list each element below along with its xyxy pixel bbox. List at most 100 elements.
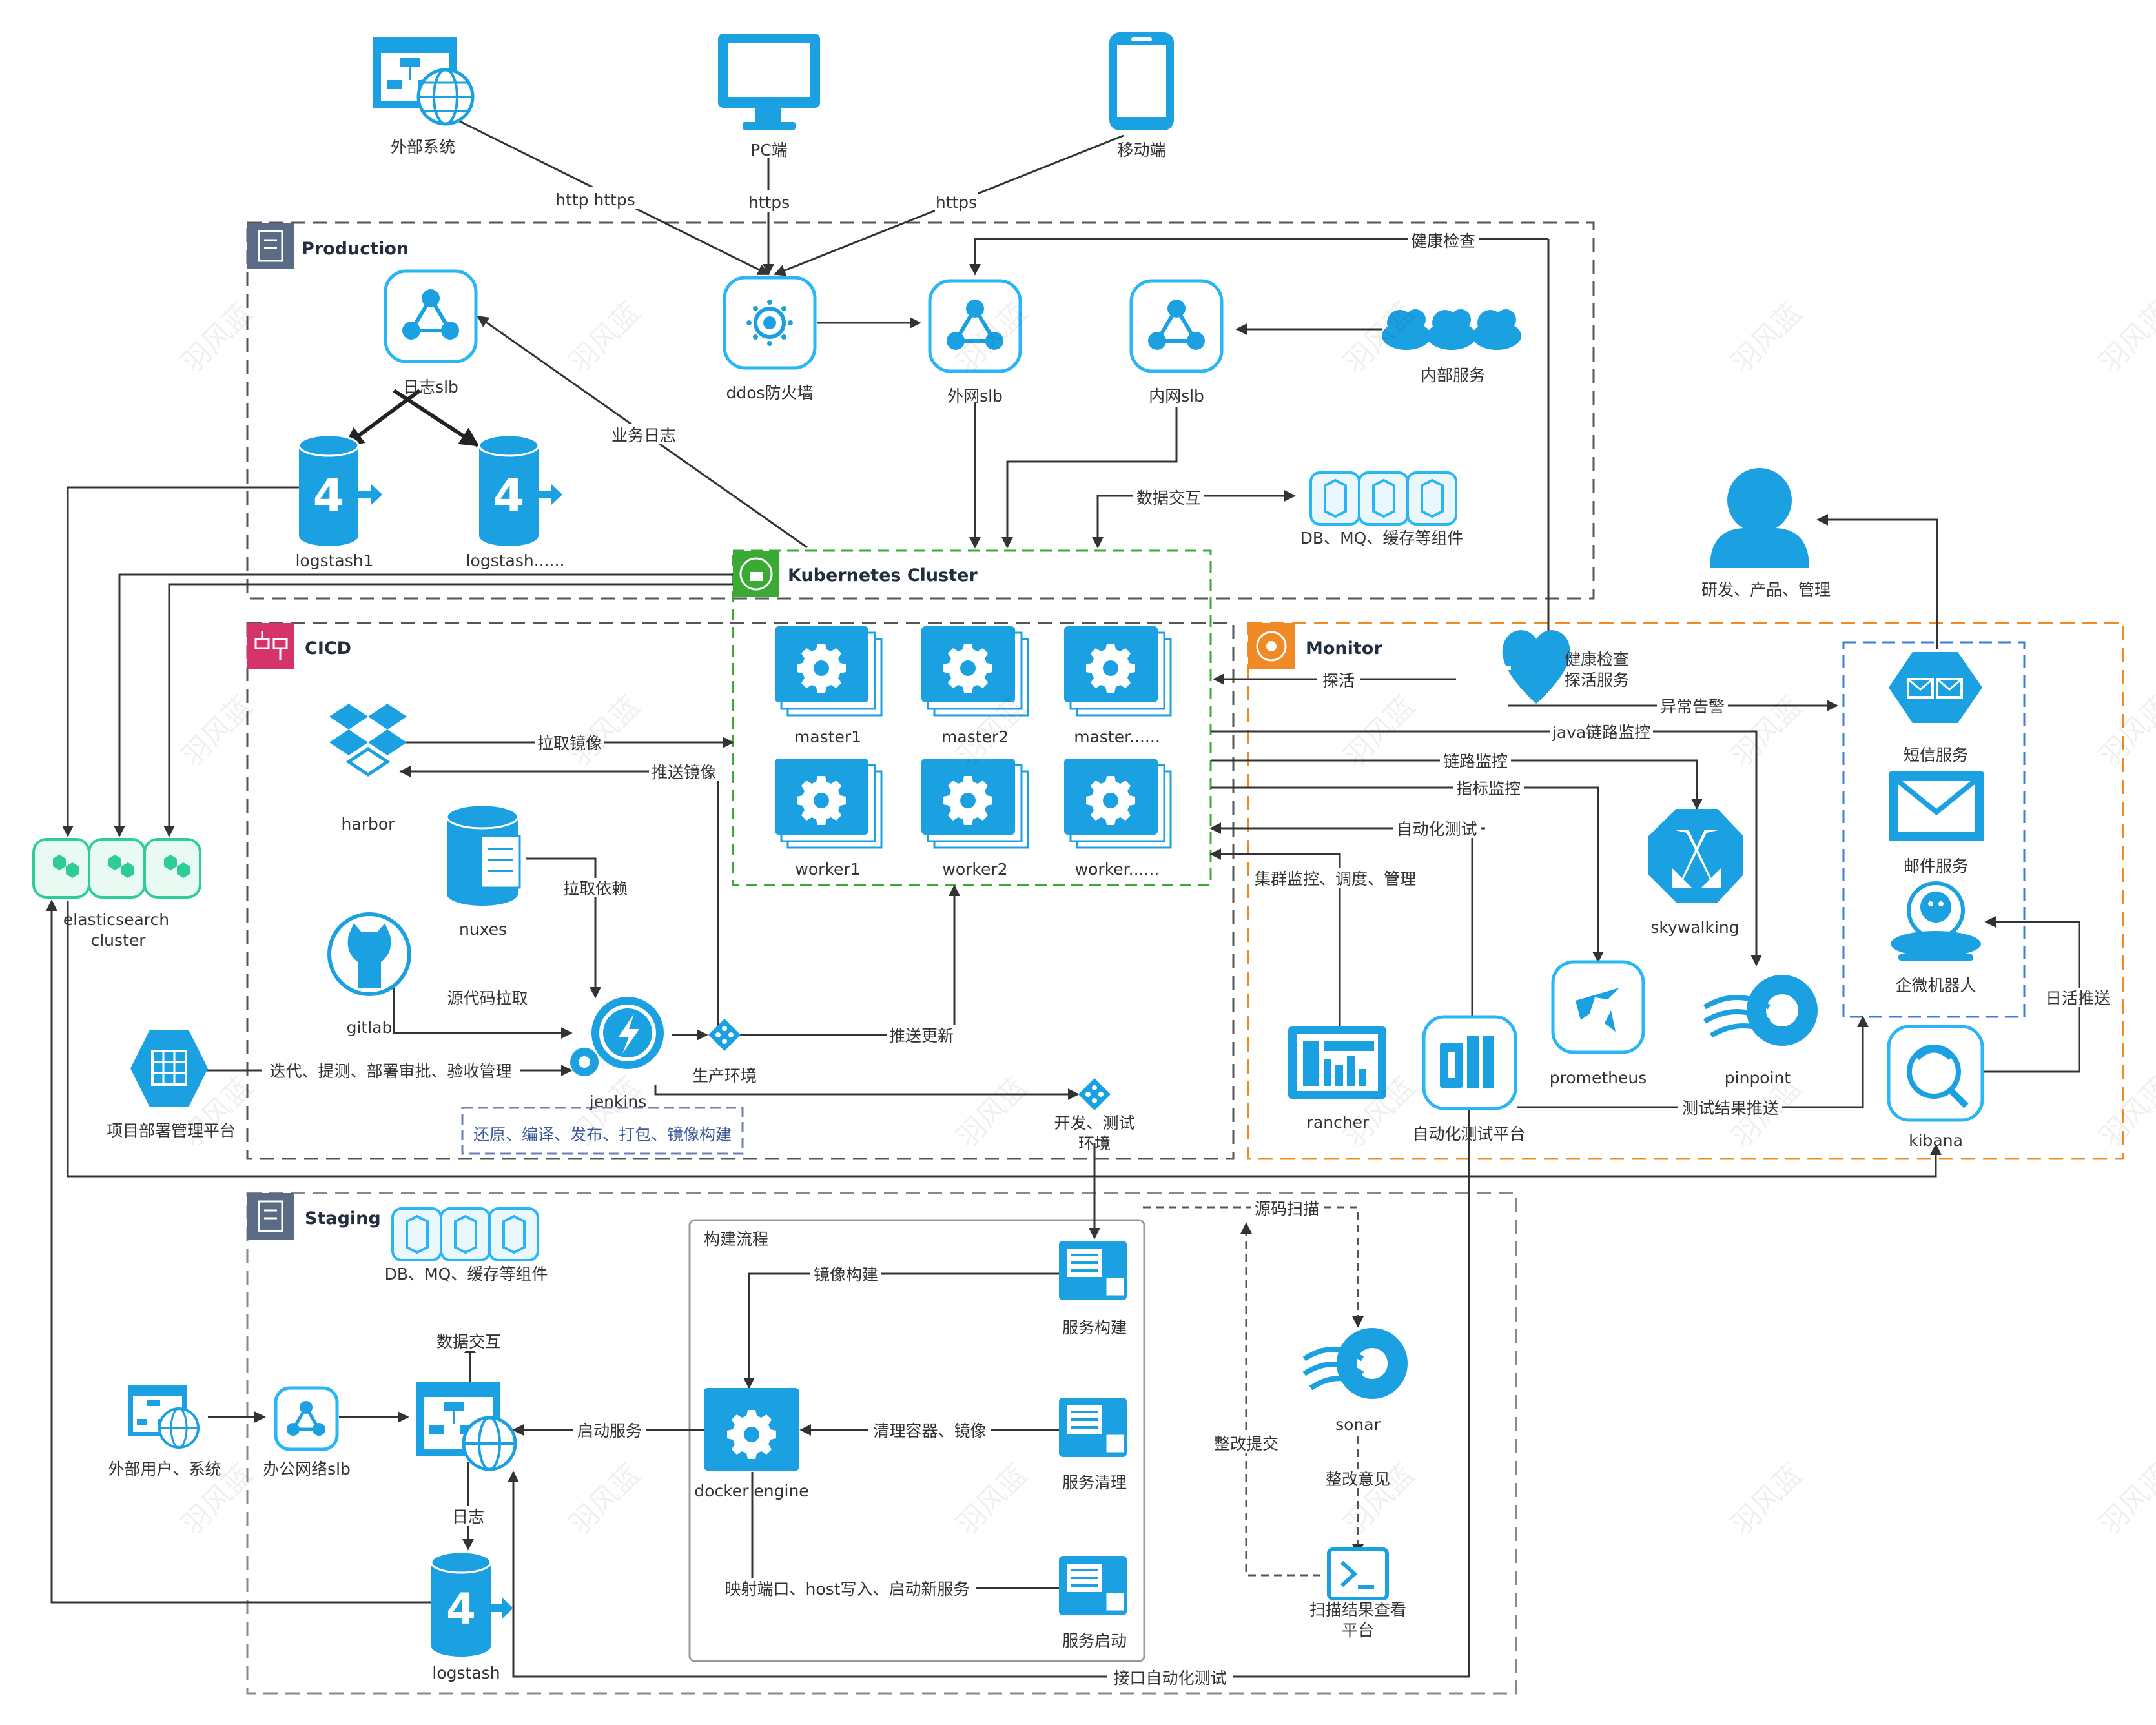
prod-env-node[interactable]: 生产环境 [692, 1019, 757, 1085]
svg-text:4: 4 [313, 469, 345, 522]
mail-node[interactable]: 邮件服务 [1889, 771, 1984, 875]
network-diagram-globe-icon [128, 1385, 200, 1449]
service-clean-node[interactable]: 服务清理 [1059, 1398, 1127, 1492]
gear-icon [797, 644, 846, 693]
prometheus-node[interactable]: prometheus [1550, 960, 1647, 1087]
edge-label-alert: 异常告警 [1660, 697, 1725, 716]
rancher-label: rancher [1307, 1113, 1370, 1132]
service-start-label: 服务启动 [1062, 1631, 1127, 1650]
mobile-node[interactable]: 移动端 [1109, 32, 1174, 159]
logstash1-node[interactable]: 4 logstash1 [295, 434, 382, 570]
diamond-dots-icon [708, 1019, 741, 1051]
internal-slb-node[interactable]: 内网slb [1129, 279, 1224, 405]
cube-icon [1309, 471, 1457, 526]
robot-icon [1891, 881, 1981, 961]
skywalking-node[interactable]: skywalking [1648, 809, 1743, 937]
kibana-label: kibana [1909, 1131, 1963, 1150]
wecom-bot-label: 企微机器人 [1895, 976, 1976, 995]
watermark: 羽风蓝 [1725, 1458, 1809, 1541]
master1-node[interactable]: master1 [775, 626, 883, 746]
health-check-node[interactable]: 健康检查 探活服务 [1456, 630, 1629, 704]
docker-engine-label: docker engine [694, 1482, 808, 1500]
edge-label-pull-deps: 拉取依赖 [563, 879, 628, 898]
build-steps-box [461, 1107, 744, 1155]
staging-logstash-label: logstash [432, 1664, 500, 1682]
logstash-more-node[interactable]: 4 logstash...... [466, 434, 565, 570]
dev-test-env-node[interactable]: 开发、测试 环境 [1054, 1078, 1135, 1153]
edge-label-business-log: 业务日志 [611, 426, 676, 445]
wave-gear-icon [1302, 1328, 1408, 1399]
staging-logstash-node[interactable]: 4 logstash [430, 1551, 513, 1682]
internal-service-node[interactable]: 内部服务 [1382, 309, 1521, 385]
office-slb-node[interactable]: 办公网络slb [263, 1386, 351, 1478]
edge-label-push-image: 推送镜像 [652, 763, 716, 782]
server-icon [258, 230, 283, 262]
monitor-region: Monitor [1247, 622, 2124, 1160]
phone-icon [1109, 32, 1174, 130]
external-users-node[interactable]: 外部用户、系统 [108, 1385, 221, 1478]
svg-text:4: 4 [446, 1584, 476, 1634]
nuxes-node[interactable]: nuxes [446, 804, 521, 939]
scan-platform-label-2: 平台 [1342, 1621, 1374, 1640]
gitlab-node[interactable]: gitlab [327, 912, 411, 1037]
database-document-icon [446, 804, 521, 906]
alert-services-box [1842, 641, 2026, 1018]
service-start-node[interactable]: 服务启动 [1059, 1556, 1127, 1650]
rancher-node[interactable]: rancher [1288, 1026, 1386, 1132]
pinpoint-node[interactable]: pinpoint [1703, 975, 1818, 1087]
kibana-node[interactable]: kibana [1887, 1025, 1984, 1150]
edge-label-probe: 探活 [1322, 671, 1355, 690]
rd-team-node[interactable]: 研发、产品、管理 [1701, 468, 1831, 599]
master1-label: master1 [794, 728, 861, 746]
gitlab-label: gitlab [347, 1018, 393, 1037]
auto-test-platform-node[interactable]: 自动化测试平台 [1412, 1015, 1526, 1143]
sonar-node[interactable]: sonar [1302, 1328, 1408, 1434]
harbor-node[interactable]: harbor [329, 704, 407, 833]
svg-text:4: 4 [493, 469, 525, 522]
scan-platform-node[interactable]: 扫描结果查看 平台 [1309, 1547, 1406, 1640]
watermark: 羽风蓝 [2093, 689, 2156, 773]
project-platform-node[interactable]: 项目部署管理平台 [107, 1030, 236, 1140]
ddos-firewall-node[interactable]: ddos防火墙 [723, 276, 817, 402]
wave-gear-icon [1703, 975, 1818, 1046]
wecom-bot-node[interactable]: 企微机器人 [1891, 881, 1981, 995]
external-system-node[interactable]: 外部系统 [373, 37, 475, 156]
edge-label-log: 日志 [452, 1507, 484, 1526]
edge-label-push-update: 推送更新 [889, 1026, 954, 1045]
pc-node[interactable]: PC端 [718, 34, 820, 159]
jenkins-node[interactable]: jenkins [570, 997, 664, 1111]
master-more-node[interactable]: master...... [1064, 626, 1172, 746]
edge-label-iterate: 迭代、提测、部署审批、验收管理 [269, 1062, 511, 1081]
public-slb-node[interactable]: 外网slb [928, 279, 1022, 405]
staging-gateway-node[interactable] [416, 1382, 517, 1471]
edge-labels: http https https https 健康检查 业务日志 数据交互 拉取… [262, 187, 2113, 1688]
service-clean-label: 服务清理 [1062, 1473, 1127, 1492]
elasticsearch-node[interactable]: elasticsearch cluster [32, 838, 201, 950]
database-export-icon: 4 [298, 434, 382, 546]
edge-label-map-ports: 映射端口、host写入、启动新服务 [725, 1580, 970, 1598]
docker-engine-node[interactable]: docker engine [694, 1388, 809, 1500]
hexagon-grid-icon [130, 1030, 208, 1107]
prod-components-node[interactable]: DB、MQ、缓存等组件 [1300, 471, 1464, 547]
prod-env-label: 生产环境 [692, 1067, 757, 1085]
sms-node[interactable]: 短信服务 [1889, 652, 1982, 764]
monitor-title: Monitor [1306, 638, 1382, 658]
log-slb-node[interactable]: 日志slb [384, 269, 478, 396]
arrows-cross-icon [1648, 809, 1743, 903]
service-build-node[interactable]: 服务构建 [1059, 1241, 1127, 1337]
edge-label-trace: 链路监控 [1443, 752, 1508, 771]
log-slb-label: 日志slb [403, 378, 458, 396]
staging-components-node[interactable]: DB、MQ、缓存等组件 [385, 1207, 548, 1283]
prod-components-label: DB、MQ、缓存等组件 [1300, 529, 1464, 547]
worker1-node[interactable]: worker1 [775, 759, 883, 879]
worker2-node[interactable]: worker2 [921, 759, 1029, 879]
build-flow-title: 构建流程 [704, 1230, 768, 1249]
watermark: 羽风蓝 [1725, 296, 1809, 379]
heart-pulse-icon [1456, 630, 1570, 704]
ddos-label: ddos防火墙 [726, 383, 813, 402]
firewall-icon [723, 276, 817, 370]
worker-more-node[interactable]: worker...... [1064, 759, 1172, 879]
master2-node[interactable]: master2 [921, 626, 1029, 746]
gear-icon [1086, 644, 1135, 693]
cube-icon [391, 1207, 539, 1261]
